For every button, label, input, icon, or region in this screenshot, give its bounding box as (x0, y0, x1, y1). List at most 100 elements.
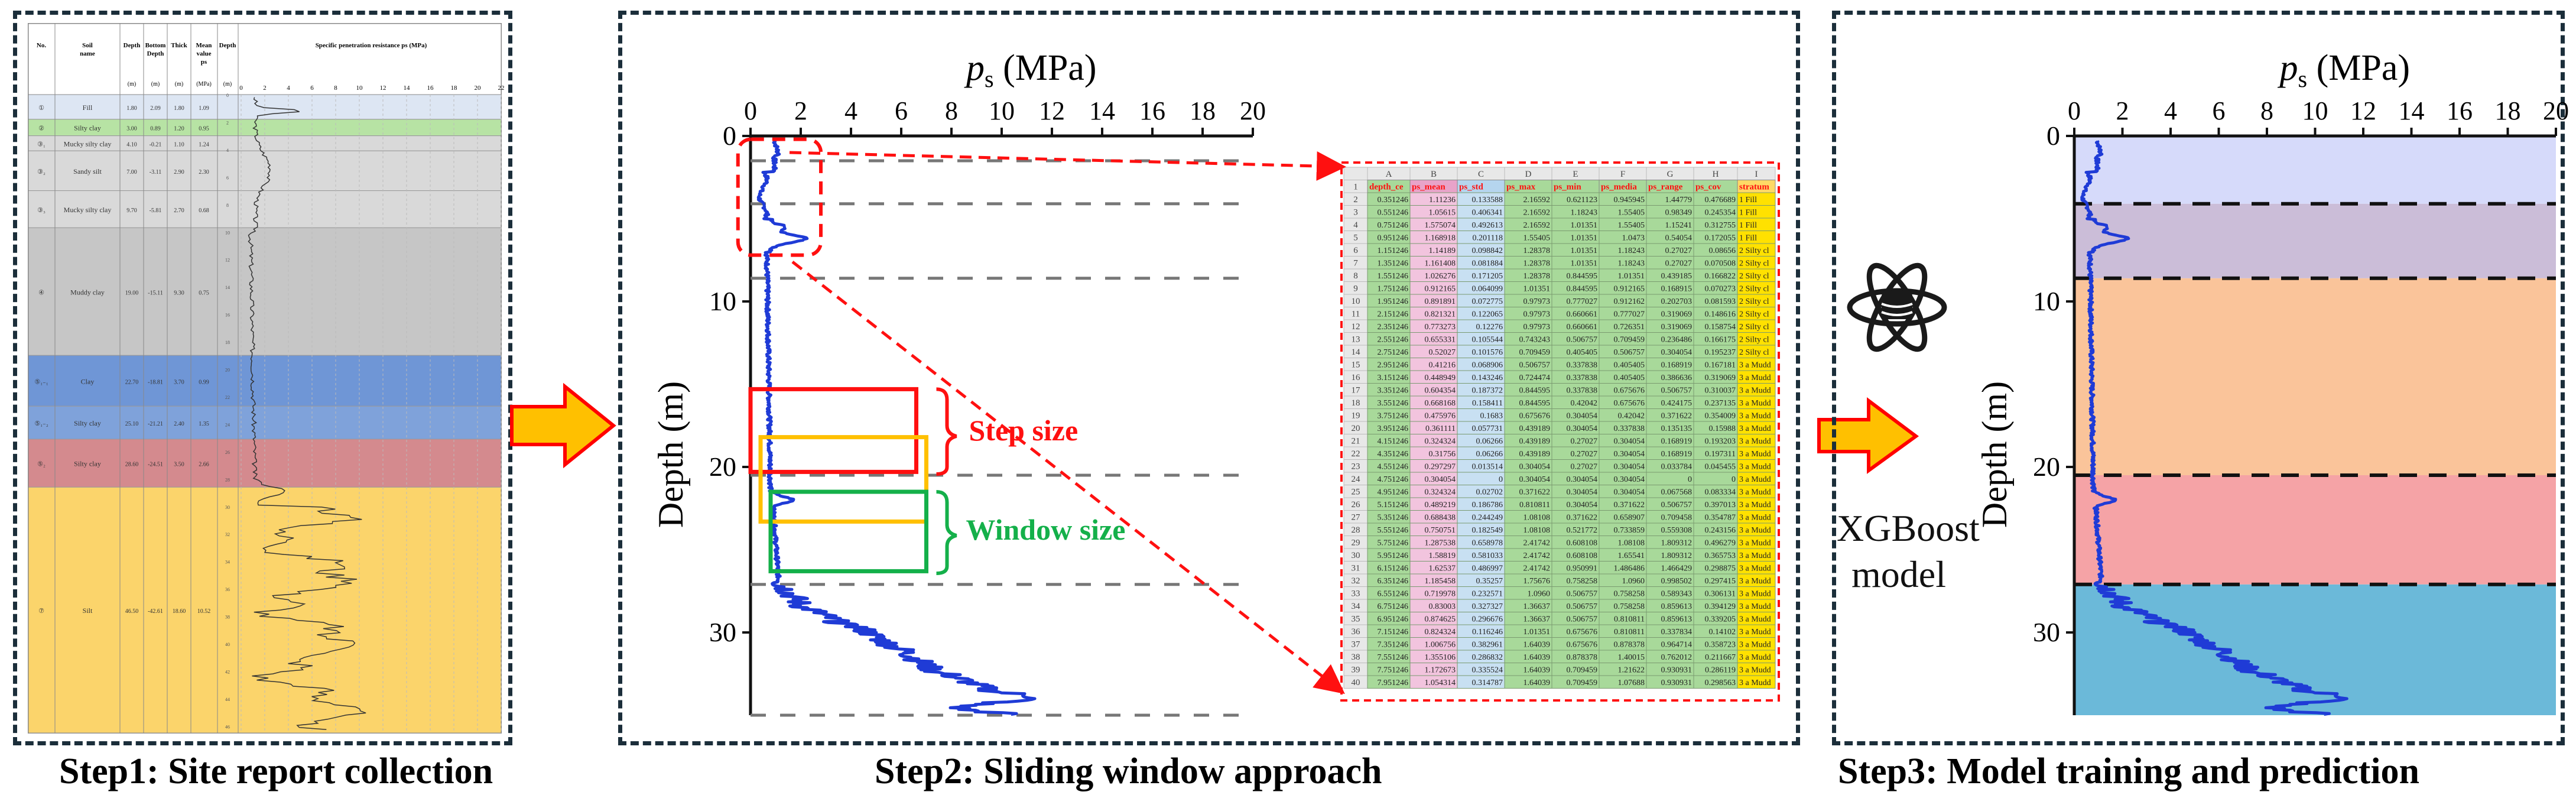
sheet-cell-value: 0.14102 (1709, 628, 1736, 637)
step3-panel (1832, 11, 2565, 745)
sheet-cell-value: 1.64039 (1523, 666, 1551, 675)
report-layer-no: ④ (38, 289, 44, 296)
report-layer-no: ① (38, 105, 44, 112)
sheet-row-number: 5 (1353, 233, 1358, 243)
sheet-cell-value: 0.52027 (1429, 348, 1456, 357)
sheet-cell-value: 2.41742 (1523, 539, 1551, 548)
sheet-cell-value: 2.551246 (1378, 336, 1409, 345)
report-scale-tick: 12 (380, 85, 386, 92)
sheet-cell-value: 1.01351 (1523, 285, 1551, 294)
sheet-cell-value: 1.575074 (1425, 221, 1456, 230)
sheet-cell-value: 1.01351 (1571, 234, 1598, 243)
sheet-cell-value: 1.21622 (1618, 666, 1645, 675)
sheet-cell-value: 1.55405 (1523, 234, 1551, 243)
sheet-cell-value: 6.751246 (1378, 602, 1409, 611)
report-layer-thick: 18.60 (173, 608, 186, 615)
sheet-header: ps_min (1554, 183, 1581, 192)
sheet-cell-value: 0.296676 (1472, 615, 1503, 624)
sheet-row-number: 10 (1352, 297, 1360, 306)
sheet-row-number: 24 (1352, 475, 1361, 484)
report-layer-thick: 2.40 (174, 421, 184, 427)
sheet-cell-value: 7.951246 (1378, 679, 1409, 687)
sheet-cell-value: 0.844595 (1519, 399, 1551, 408)
report-layer-no: ② (38, 125, 44, 132)
step3-title: Step3: Model training and prediction (1838, 751, 2420, 791)
model-label-line2: model (1851, 553, 1946, 595)
report-layer-name: Muddy clay (70, 288, 105, 296)
sheet-cell-value: 0.726351 (1614, 323, 1645, 332)
sheet-cell-value: 0.304054 (1661, 348, 1693, 357)
report-scale-tick: 2 (263, 85, 267, 92)
sheet-cell-value: 0.304054 (1614, 488, 1645, 497)
report-layer-no: ⑤₁₋₂ (34, 420, 48, 427)
report-layer-ps: 2.30 (199, 169, 209, 176)
sheet-row-number: 2 (1353, 195, 1358, 205)
report-header-label: Depth (219, 42, 236, 49)
sheet-cell-value: 1.01351 (1618, 272, 1645, 281)
sheet-row-number: 11 (1352, 310, 1360, 319)
sheet-cell-value: 0.54054 (1665, 234, 1693, 243)
sheet-row-number: 22 (1352, 449, 1360, 459)
sheet-cell-value: 0.304054 (1425, 475, 1456, 484)
sheet-cell-value: 0.304054 (1567, 501, 1598, 510)
sheet-cell-value: 1.15241 (1665, 221, 1693, 230)
report-depth-tick: 6 (226, 175, 229, 180)
sheet-cell-value: 3 a Mudd (1739, 412, 1771, 421)
sheet-cell-value: 0.945945 (1614, 196, 1645, 205)
report-header-label: ps (201, 59, 207, 66)
mid-x-tick-label: 16 (1139, 96, 1165, 125)
sheet-cell-value: 2.16592 (1523, 209, 1551, 218)
sheet-cell-value: 1.28378 (1523, 246, 1551, 255)
sheet-cell-value: 0.439189 (1519, 437, 1551, 446)
sheet-cell-value: 0.97973 (1523, 297, 1551, 306)
sheet-cell-value: 3 a Mudd (1739, 374, 1771, 382)
sheet-cell-value: 0.186786 (1472, 501, 1503, 510)
sheet-cell-value: 0 (1499, 475, 1503, 484)
sheet-cell-value: 0.675676 (1614, 387, 1645, 395)
report-depth-tick: 38 (225, 615, 230, 620)
sheet-cell-value: 0.675676 (1614, 399, 1645, 408)
sheet-cell-value: 2.351246 (1378, 323, 1409, 332)
sheet-cell-value: 3 a Mudd (1739, 602, 1771, 611)
sheet-cell-value: 0.27027 (1571, 437, 1598, 446)
sheet-cell-value: 3 a Mudd (1739, 450, 1771, 459)
sheet-cell-value: 0.660661 (1567, 310, 1598, 319)
sheet-cell-value: 0.559308 (1661, 526, 1693, 535)
report-layer-no: ⑤₁₋₁ (34, 378, 48, 385)
report-layer-name: Silty clay (74, 419, 101, 427)
sheet-cell-value: 1.01351 (1523, 628, 1551, 637)
report-layer-thick: 3.70 (174, 379, 184, 385)
mid-x-axis-title: ps (MPa) (964, 48, 1097, 92)
sheet-cell-value: 1.14189 (1429, 246, 1456, 255)
sheet-cell-value: 1.161408 (1425, 259, 1456, 268)
sheet-cell-value: 0.751246 (1378, 221, 1409, 230)
sheet-cell-value: 0.486997 (1472, 564, 1503, 573)
sheet-cell-value: 0.304054 (1614, 437, 1645, 446)
sheet-col-letter: E (1573, 170, 1578, 179)
sheet-cell-value: 7.351246 (1378, 641, 1409, 650)
sheet-cell-value: 7.551246 (1378, 653, 1409, 662)
sheet-cell-value: 0.166822 (1705, 272, 1736, 281)
sheet-cell-value: 0.122065 (1472, 310, 1503, 319)
report-scale-tick: 14 (404, 85, 411, 92)
arrow-2-shape (1817, 397, 1919, 474)
report-layer-depth: 25.10 (125, 421, 139, 427)
sheet-cell-value: 1.65541 (1618, 551, 1645, 560)
sheet-row-number: 36 (1352, 627, 1361, 637)
sheet-cell-value: 4.951246 (1378, 488, 1409, 497)
sheet-cell-value: 0.013514 (1472, 463, 1503, 472)
sheet-cell-value: 0.314787 (1472, 679, 1503, 687)
report-header-label: Specific penetration resistance ps (MPa) (316, 42, 427, 49)
sheet-cell-value: 0.15988 (1709, 424, 1736, 433)
sheet-cell-value: 0.810811 (1614, 615, 1645, 624)
report-depth-tick: 18 (225, 340, 230, 345)
right-ps-curve (2080, 140, 2348, 716)
sheet-cell-value: 3 a Mudd (1739, 387, 1771, 395)
sheet-cell-value: 0.236486 (1661, 336, 1693, 345)
sheet-cell-value: 0.133588 (1472, 196, 1503, 205)
sheet-cell-value: 1.0960 (1528, 590, 1551, 599)
sheet-cell-value: 0.773273 (1425, 323, 1456, 332)
sheet-cell-value: 0.354009 (1705, 412, 1736, 421)
